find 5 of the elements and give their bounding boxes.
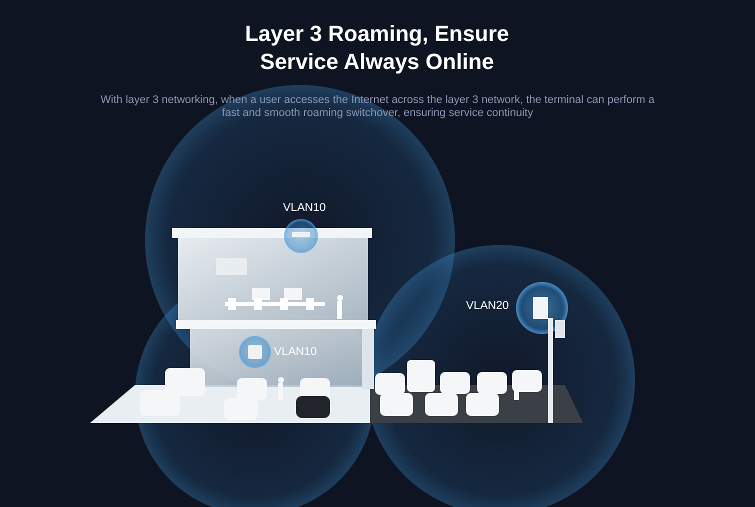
vlan-label: VLAN20 [466,300,509,312]
heading: Layer 3 Roaming, Ensure Service Always Online [244,20,510,76]
vlan-label: VLAN10 [283,202,326,214]
vlan-label: VLAN10 [274,346,317,358]
description-text: With layer 3 networking, when a user accesses the Internet across the layer 3 network, the terminal can perform a fast and smooth roaming switchover, ensuring service continuity [100,94,655,120]
